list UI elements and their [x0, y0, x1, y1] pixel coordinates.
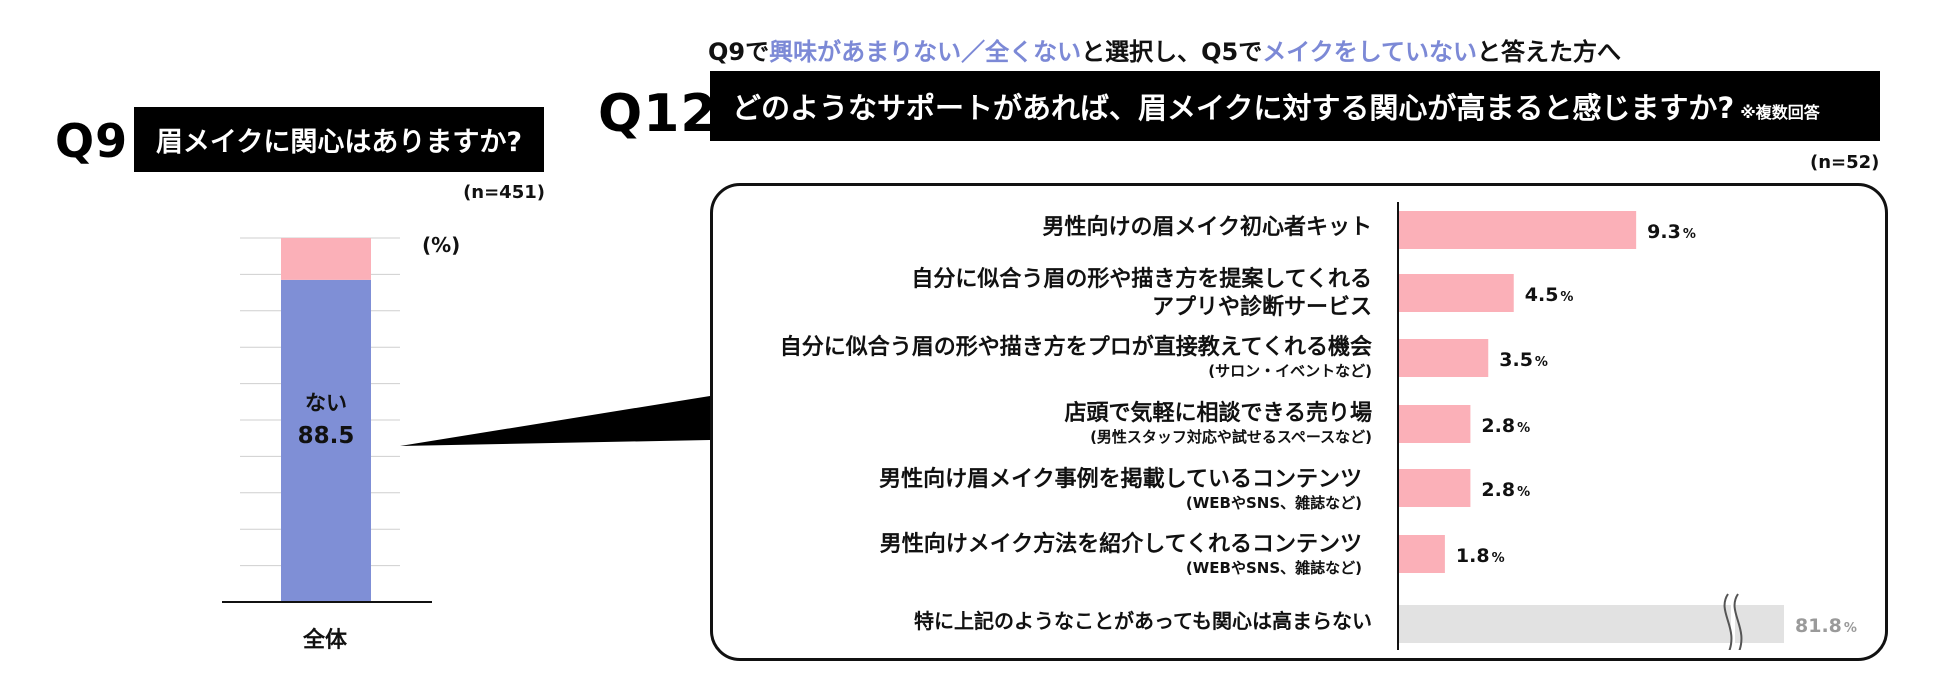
q12-value-unit: %	[1517, 485, 1530, 500]
q12-category-sub: (サロン・イベントなど)	[1208, 362, 1372, 380]
q12-bar	[1399, 405, 1471, 443]
q12-axis-break-gap	[1731, 605, 1735, 643]
q12-value-label: 1.8%	[1456, 545, 1505, 567]
q9-category-label: 全体	[302, 628, 347, 653]
q12-subtitle-part: Q9で	[708, 38, 770, 66]
q9-label: Q9	[55, 114, 129, 168]
q12-category-main: 特に上記のようなことがあっても関心は高まらない	[914, 609, 1372, 633]
q12-subtitle: Q9で興味があまりない／全くないと選択し、Q5でメイクをしていないと答えた方へ	[708, 32, 1621, 67]
q12-value-label: 81.8%	[1795, 615, 1857, 637]
q12-category-main: 男性向け眉メイク事例を掲載しているコンテンツ	[879, 467, 1362, 492]
q9-bar-label: ない	[305, 391, 347, 415]
q12-bar	[1399, 274, 1514, 312]
q12-category-label: 店頭で気軽に相談できる売り場 (男性スタッフ対応や試せるスペースなど)	[1064, 400, 1372, 446]
q12-axis-break-mark	[1723, 593, 1743, 650]
q9-bar-segment-nai	[281, 279, 371, 602]
q12-subtitle-highlight: 興味があまりない／全くない	[769, 38, 1082, 66]
q12-category-main: 男性向けメイク方法を紹介してくれるコンテンツ	[879, 532, 1362, 557]
q12-value-unit: %	[1844, 621, 1857, 636]
q12-value-label: 2.8%	[1481, 479, 1530, 501]
q12-label: Q12	[598, 84, 718, 144]
q12-value-unit: %	[1535, 355, 1548, 370]
q12-category-label: 男性向けメイク方法を紹介してくれるコンテンツ (WEBやSNS、雑誌など)	[880, 531, 1362, 577]
q9-bar-segment-other	[281, 238, 371, 280]
q12-subtitle-part: と答えた方へ	[1477, 38, 1622, 66]
q9-chart: (%) ない 88.5	[222, 233, 460, 603]
q12-question-box: どのようなサポートがあれば、眉メイクに対する関心が高まると感じますか? ※複数回答	[710, 71, 1880, 141]
q12-value-label: 9.3%	[1647, 221, 1696, 243]
q12-value-unit: %	[1517, 421, 1530, 436]
q12-value-label: 4.5%	[1525, 284, 1574, 306]
q12-category-sub: アプリや診断サービス	[1151, 295, 1372, 320]
q9-unit-label: (%)	[422, 233, 460, 257]
q12-category-main: 自分に似合う眉の形や描き方をプロが直接教えてくれる機会	[779, 335, 1372, 360]
q12-panel	[710, 183, 1888, 661]
q12-value-label: 2.8%	[1481, 415, 1530, 437]
q12-value-label: 3.5%	[1499, 349, 1548, 371]
q12-question: どのようなサポートがあれば、眉メイクに対する関心が高まると感じますか?	[732, 91, 1735, 125]
q12-category-main: 男性向けの眉メイク初心者キット	[1042, 215, 1372, 240]
q12-category-label: 自分に似合う眉の形や描き方を提案してくれる アプリや診断サービス	[911, 266, 1372, 322]
q12-category-sub: (WEBやSNS、雑誌など)	[1185, 494, 1362, 512]
q12-category-sub: (WEBやSNS、雑誌など)	[1185, 559, 1362, 577]
q12-category-sub: (男性スタッフ対応や試せるスペースなど)	[1090, 428, 1372, 446]
q12-bar	[1399, 605, 1784, 643]
q9-question: 眉メイクに関心はありますか?	[134, 107, 544, 172]
q12-value-unit: %	[1560, 290, 1573, 305]
q12-bar	[1399, 339, 1489, 377]
q12-bar	[1399, 211, 1637, 249]
q12-bar	[1399, 469, 1471, 507]
q12-category-main: 自分に似合う眉の形や描き方を提案してくれる	[911, 267, 1372, 292]
q12-value-unit: %	[1492, 551, 1505, 566]
q9-bar-value: 88.5	[298, 423, 355, 449]
q12-category-main: 店頭で気軽に相談できる売り場	[1064, 401, 1372, 426]
q12-category-label: 特に上記のようなことがあっても関心は高まらない	[914, 607, 1372, 635]
q12-subtitle-part: と選択し、Q5で	[1081, 38, 1263, 66]
q12-category-label: 男性向け眉メイク事例を掲載しているコンテンツ (WEBやSNS、雑誌など)	[879, 466, 1362, 512]
q12-value-unit: %	[1683, 227, 1696, 242]
q12-bars: 9.3% 4.5% 3.5% 2.8% 2.8% 1.8% 81.8%	[1399, 211, 1857, 650]
q9-sample-size: (n=451)	[463, 182, 545, 203]
q12-chart: 9.3% 4.5% 3.5% 2.8% 2.8% 1.8% 81.8%	[1397, 202, 1857, 650]
q12-sample-size: (n=52)	[1810, 152, 1880, 173]
q12-subtitle-highlight: メイクをしていない	[1262, 38, 1478, 66]
q12-bar	[1399, 535, 1445, 573]
q12-note: ※複数回答	[1740, 103, 1820, 122]
q12-category-label: 自分に似合う眉の形や描き方をプロが直接教えてくれる機会 (サロン・イベントなど)	[780, 334, 1372, 380]
q12-category-label: 男性向けの眉メイク初心者キット	[1042, 214, 1372, 242]
